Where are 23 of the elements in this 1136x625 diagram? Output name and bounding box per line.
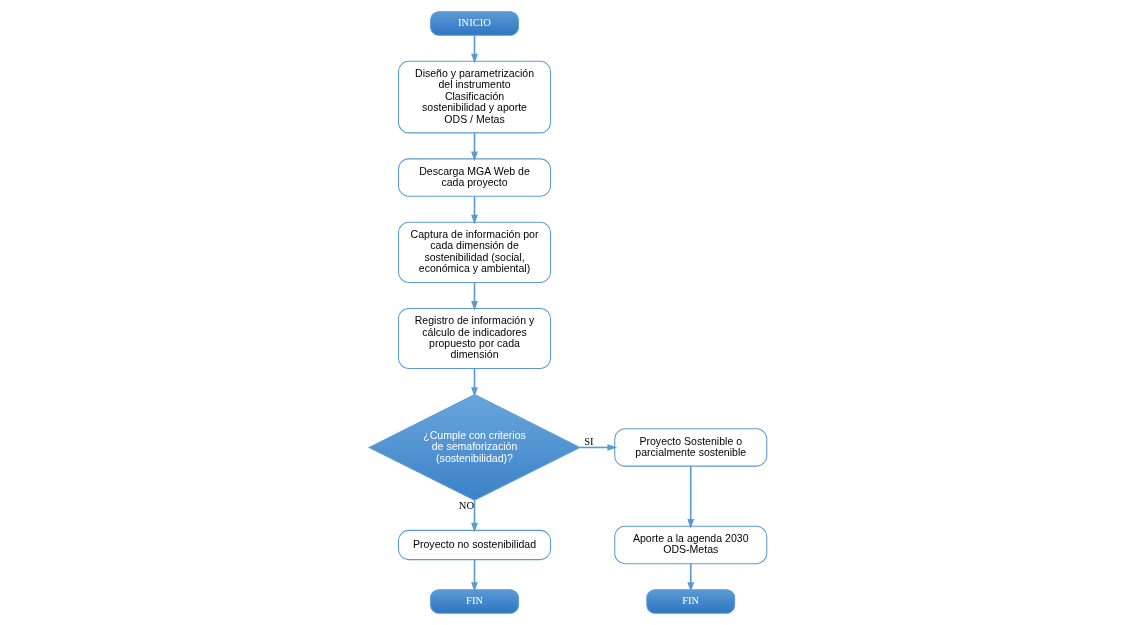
arrow — [687, 562, 695, 592]
node-box: INICIO — [430, 11, 519, 36]
arrow — [471, 281, 478, 311]
node-diamond: ¿Cumple con criterios de semaforización (sostenibilidad)? — [368, 394, 581, 501]
arrow — [471, 132, 478, 162]
arrow — [471, 34, 478, 64]
arrow — [687, 465, 695, 529]
node-box: Registro de información y cálculo de indicadores propuesto por cada dimensión — [398, 307, 552, 370]
edge-label: SI — [584, 435, 594, 447]
node-box: Captura de información por cada dimensión de sostenibilidad (social, económica y ambiental) — [398, 221, 552, 283]
edge-label: NO — [458, 500, 475, 512]
arrow — [471, 195, 478, 225]
node-box: FIN — [430, 589, 519, 614]
node-box: Proyecto no sostenibilidad — [398, 529, 552, 561]
arrow — [471, 559, 478, 593]
node-box: Diseño y parametrización del instrumento Clasificación sostenibilidad y aporte ODS / Metas — [398, 60, 552, 134]
arrow — [579, 444, 618, 451]
arrow — [471, 368, 478, 397]
node-box: Proyecto Sostenible o parcialmente sostenible — [614, 428, 768, 467]
node-box: Aporte a la agenda 2030 ODS-Metas — [614, 525, 768, 565]
node-box: Descarga MGA Web de cada proyecto — [398, 158, 552, 197]
node-box: FIN — [646, 589, 736, 614]
arrow — [471, 499, 478, 533]
